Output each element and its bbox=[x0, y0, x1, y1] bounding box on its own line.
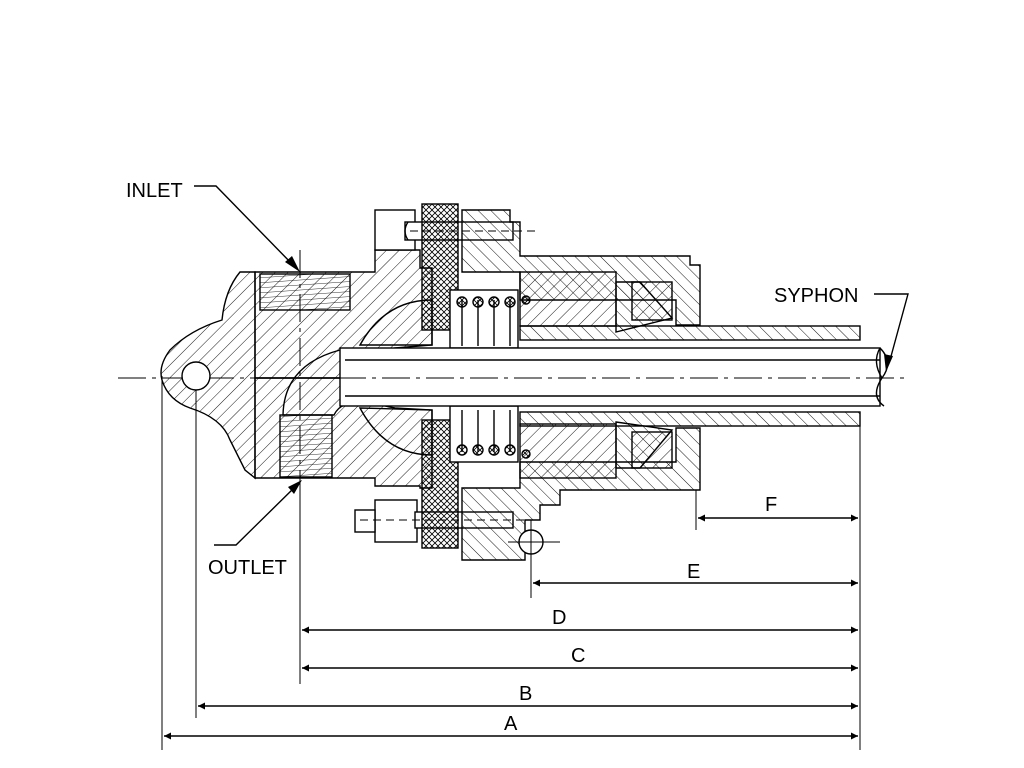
outlet-leader bbox=[214, 480, 302, 546]
dim-label-b: B bbox=[519, 683, 532, 705]
extension-lines bbox=[161, 376, 861, 750]
syphon-label: SYPHON bbox=[774, 285, 858, 307]
spring-top bbox=[449, 289, 531, 349]
outlet-label: OUTLET bbox=[208, 557, 287, 579]
syphon-leader bbox=[874, 293, 909, 372]
dim-label-e: E bbox=[687, 561, 700, 583]
spring-bottom bbox=[449, 405, 531, 463]
pivot-hole-left bbox=[181, 361, 211, 391]
rotating-sleeve bbox=[519, 325, 861, 427]
dim-label-f: F bbox=[765, 494, 777, 516]
seal-rings bbox=[519, 271, 674, 479]
dim-label-a: A bbox=[504, 713, 518, 735]
dimension-lines bbox=[164, 514, 858, 740]
inlet-leader bbox=[194, 185, 300, 272]
dim-label-d: D bbox=[552, 607, 566, 629]
syphon-pipe bbox=[339, 347, 889, 407]
dim-label-c: C bbox=[571, 645, 585, 667]
inlet-label: INLET bbox=[126, 180, 183, 202]
